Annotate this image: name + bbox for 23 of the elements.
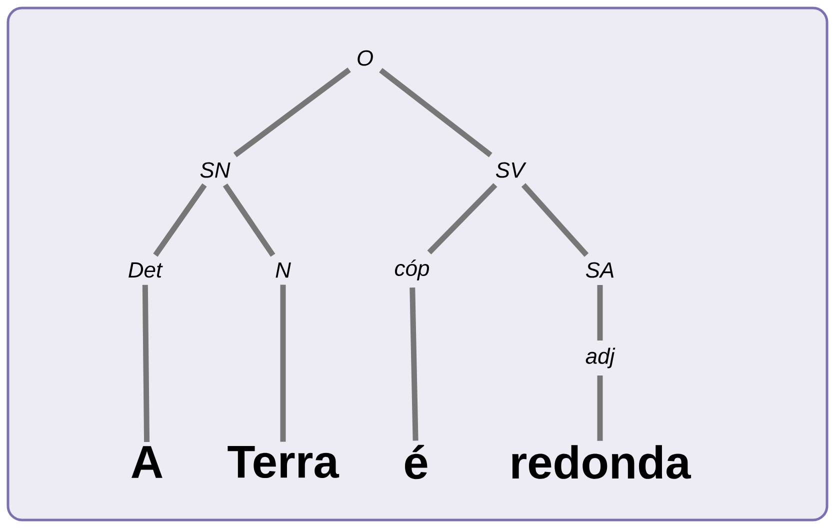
tree-branch: [427, 183, 498, 254]
category-label: SN: [200, 162, 230, 178]
sentence-word: A: [132, 446, 162, 478]
tree-branch: [153, 183, 207, 257]
category-label: SA: [586, 262, 614, 278]
category-label: N: [276, 262, 291, 278]
sentence-word: é: [405, 444, 428, 480]
tree-branch: [222, 183, 276, 257]
category-label: cóp: [395, 260, 430, 280]
category-label: Det: [128, 262, 163, 278]
tree-branch: [521, 183, 589, 257]
sentence-word: Terra: [228, 446, 340, 478]
category-label: adj: [586, 348, 616, 368]
category-label: SV: [496, 162, 526, 178]
sentence-word: redonda: [512, 445, 692, 479]
tree-branch: [233, 68, 351, 158]
tree-branch: [597, 285, 603, 341]
tree-branch: [142, 284, 150, 442]
tree-branch: [597, 375, 603, 441]
category-label: O: [358, 50, 373, 66]
tree-branch: [379, 68, 492, 158]
tree-branch: [410, 288, 418, 441]
tree-branch: [280, 284, 286, 442]
